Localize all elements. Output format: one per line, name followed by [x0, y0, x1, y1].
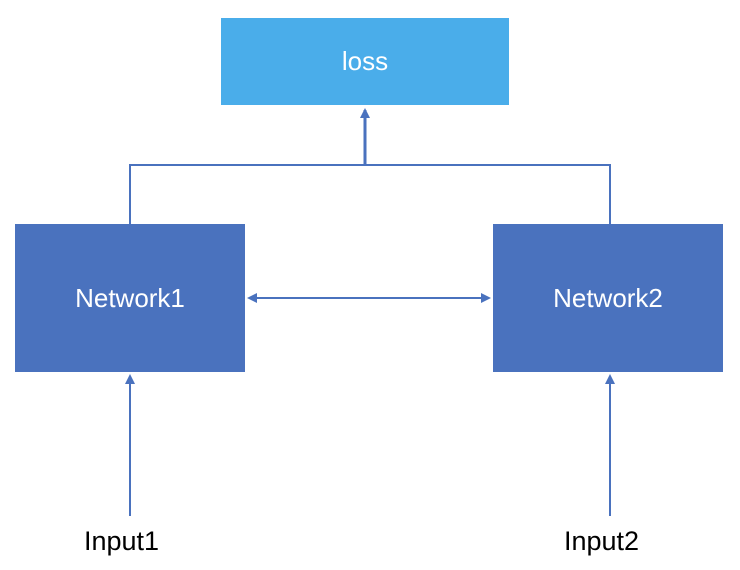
- edge-network2-merge: [365, 164, 611, 224]
- input1-label: Input1: [84, 526, 160, 556]
- edge-network1-merge: [129, 164, 365, 224]
- loss-node: loss: [221, 18, 509, 105]
- network1-label: Network1: [75, 282, 185, 313]
- network2-label: Network2: [553, 282, 663, 313]
- loss-label: loss: [341, 46, 389, 76]
- network1-node: Network1: [15, 224, 245, 372]
- input2-label: Input2: [564, 526, 640, 556]
- network2-node: Network2: [493, 224, 723, 372]
